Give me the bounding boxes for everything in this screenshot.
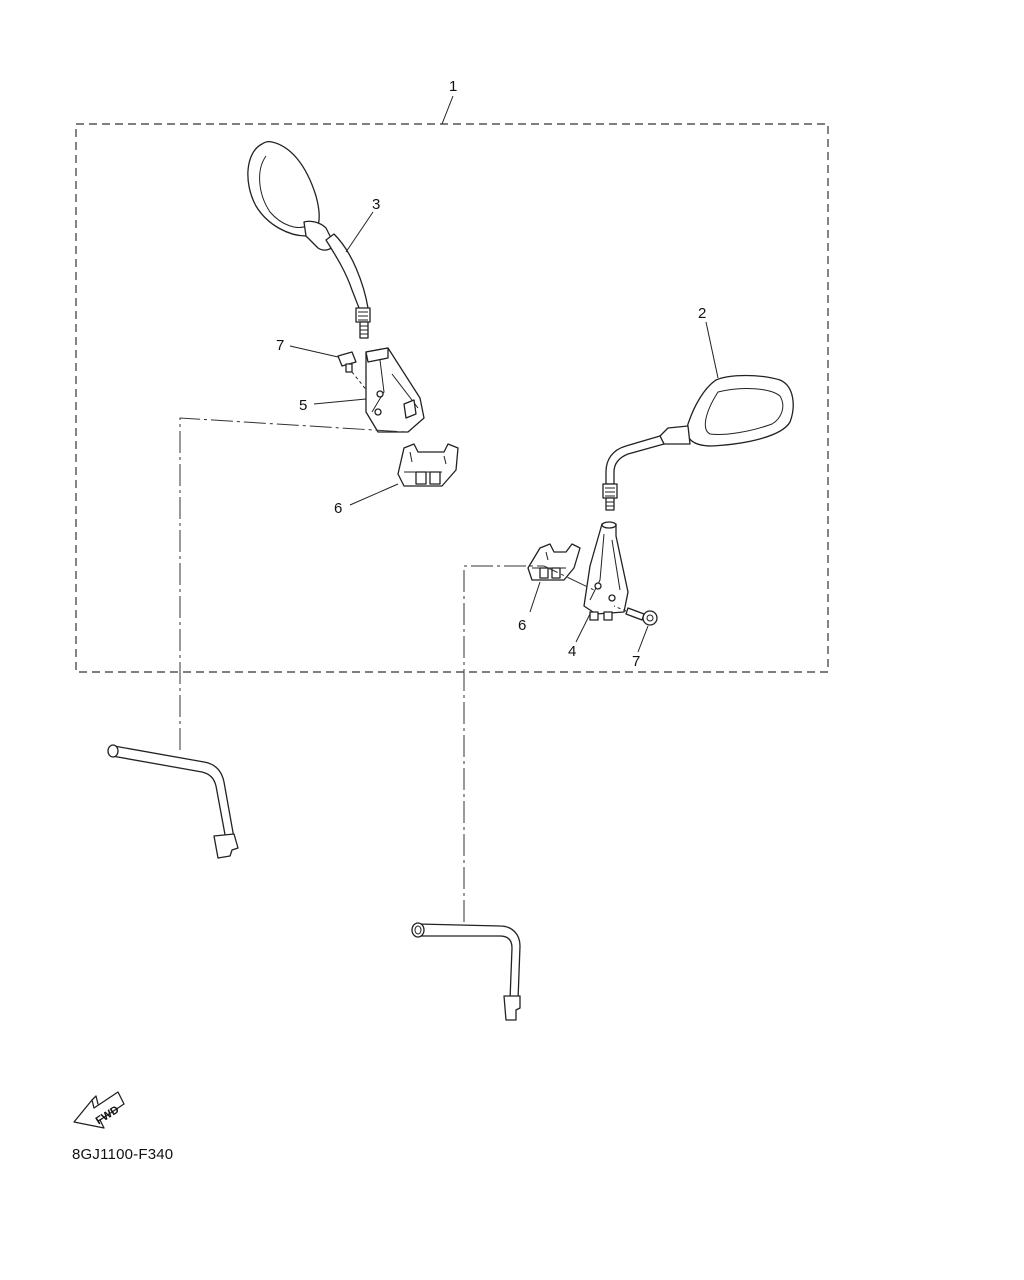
guide-line-right [463,565,595,922]
left-bolt [337,351,357,373]
callout-2: 2 [698,305,706,322]
leader-4 [575,613,591,643]
left-handlebar [107,744,239,859]
guide-line-left [179,417,407,750]
callout-4: 4 [568,643,576,660]
leader-5 [313,398,367,405]
right-handlebar [411,922,521,1021]
diagram-code: 8GJ1100-F340 [72,1146,174,1163]
leader-6-left [349,483,399,506]
callout-3: 3 [372,196,380,213]
left-mirror [247,140,371,339]
callout-1: 1 [449,78,457,95]
bolt-axis-right [613,605,627,612]
left-handlebar-clamp [397,443,459,487]
right-handlebar-clamp [527,543,581,581]
fwd-arrow-icon: FWD [73,1091,125,1129]
leader-6-right [529,581,541,613]
callout-7-left: 7 [276,337,284,354]
callout-7-right: 7 [632,653,640,670]
left-mirror-stay [365,347,425,433]
leader-3 [345,211,374,253]
right-mirror [602,374,794,511]
callout-6-right: 6 [518,617,526,634]
right-bolt [625,607,658,626]
bolt-axis-left [351,371,369,393]
leader-2 [705,321,719,379]
right-mirror-stay [583,521,629,621]
leader-7-right [637,625,649,653]
leader-1 [441,95,454,125]
leader-7-left [289,345,339,358]
callout-5: 5 [299,397,307,414]
callout-6-left: 6 [334,500,342,517]
